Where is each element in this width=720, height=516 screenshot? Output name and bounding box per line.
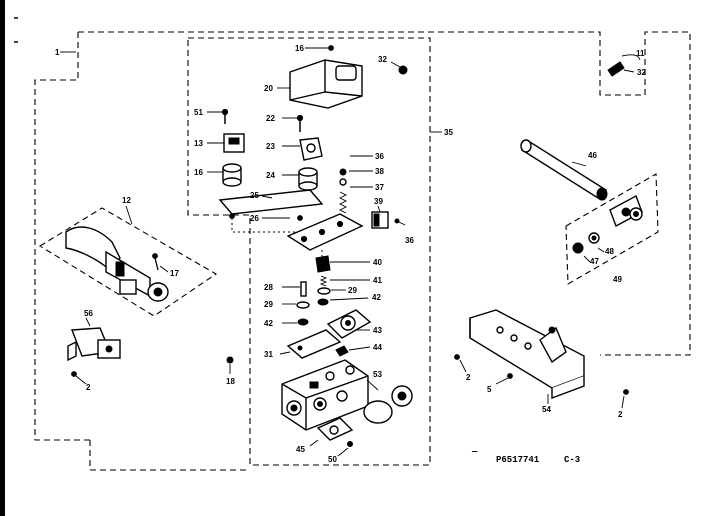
- valve-top-plate: [286, 213, 364, 251]
- label-2c: 2: [618, 410, 623, 419]
- label-39: 39: [374, 197, 383, 206]
- part-50-screw: [337, 441, 353, 457]
- label-1a: 1: [55, 48, 60, 57]
- part-31-plate: [279, 329, 342, 359]
- part-18-screw: [226, 356, 234, 374]
- part-30-screw: [394, 218, 406, 226]
- outer-dashed-boundary-left: [34, 32, 90, 441]
- part-2b-screw: [454, 354, 467, 373]
- corner-mark: —: [471, 447, 478, 457]
- label-22: 22: [266, 114, 275, 123]
- label-44: 44: [373, 343, 382, 352]
- part-5-screw: [495, 373, 513, 385]
- label-16a: 16: [295, 44, 304, 53]
- label-20: 20: [264, 84, 273, 93]
- part-32b-11-clip: [607, 54, 641, 77]
- part-54-bracket: [469, 309, 585, 404]
- label-42a: 42: [372, 293, 381, 302]
- part-26-washers: [229, 213, 303, 221]
- part-25-plate: [218, 189, 324, 215]
- label-50: 50: [328, 455, 337, 464]
- label-42b: 42: [264, 319, 273, 328]
- part-29b-oring: [282, 301, 310, 309]
- part-42-oring: [317, 297, 369, 306]
- label-36a: 36: [375, 152, 384, 161]
- label-18: 18: [226, 377, 235, 386]
- part-39-block: [371, 205, 389, 229]
- outer-dashed-boundary: [78, 31, 691, 356]
- label-40: 40: [373, 258, 382, 267]
- label-32b: 32: [637, 68, 646, 77]
- part-41-spring: [319, 275, 370, 287]
- label-31: 31: [264, 350, 273, 359]
- label-41: 41: [373, 276, 382, 285]
- part-32-nut: [390, 61, 408, 75]
- part-36-nut: [339, 155, 373, 176]
- part-42b-oring: [282, 318, 309, 326]
- page-edge-mark: [0, 0, 5, 516]
- label-45: 45: [296, 445, 305, 454]
- part-17-screw: [152, 253, 169, 273]
- outer-dashed-boundary-bottom: [89, 440, 250, 471]
- valve-assembly-boundary: [187, 37, 431, 466]
- part-12-inlet-assembly: [38, 205, 218, 317]
- part-24-spacer: [282, 167, 318, 191]
- part-13-switch: [207, 133, 245, 153]
- label-11: 11: [636, 49, 645, 58]
- label-23: 23: [266, 142, 275, 151]
- label-12: 12: [122, 196, 131, 205]
- drawing-number: P6517741: [496, 455, 540, 465]
- label-16b: 16: [194, 168, 203, 177]
- label-46: 46: [588, 151, 597, 160]
- part-2c-screw: [621, 389, 629, 409]
- label-53: 53: [373, 370, 382, 379]
- part-23-bracket: [282, 137, 323, 161]
- label-13: 13: [194, 139, 203, 148]
- label-36b: 38: [375, 167, 384, 176]
- label-32a: 32: [378, 55, 387, 64]
- part-16-screw-top: [305, 45, 334, 51]
- sheet-number: C-3: [564, 455, 580, 465]
- part-16-spacer: [207, 163, 242, 187]
- label-2b: 2: [466, 373, 471, 382]
- label-24: 24: [266, 171, 275, 180]
- label-26: 26: [250, 214, 259, 223]
- label-54: 54: [542, 405, 551, 414]
- part-46-tube: [520, 139, 608, 201]
- part-44-spring: [335, 345, 371, 357]
- label-17: 17: [170, 269, 179, 278]
- label-37: 37: [375, 183, 384, 192]
- label-49: 49: [613, 275, 622, 284]
- label-29b: 29: [264, 300, 273, 309]
- part-22-screw: [282, 114, 304, 132]
- part-38-washer: [339, 170, 373, 186]
- label-51: 51: [194, 108, 203, 117]
- label-28: 28: [264, 283, 273, 292]
- label-56: 56: [84, 309, 93, 318]
- part-45-fitting: [309, 417, 354, 447]
- part-49-coupler-assembly: [565, 173, 659, 285]
- label-47: 47: [590, 257, 599, 266]
- label-35: 35: [444, 128, 453, 137]
- part-20-actuator: [289, 59, 363, 109]
- label-30: 36: [405, 236, 414, 245]
- part-56-solenoid-valve: [67, 317, 121, 362]
- part-51-screw: [207, 108, 229, 124]
- label-43: 43: [373, 326, 382, 335]
- part-43-diaphragm: [326, 309, 372, 339]
- label-29: 29: [348, 286, 357, 295]
- part-53-gasket: [363, 379, 413, 424]
- part-2a-screw: [71, 371, 87, 385]
- part-29-oring: [317, 287, 346, 295]
- valve-body: [281, 359, 369, 431]
- label-5: 5: [487, 385, 492, 394]
- connect-dots-26: [231, 218, 300, 233]
- part-37-spring: [338, 186, 373, 214]
- label-48: 48: [605, 247, 614, 256]
- label-2a: 2: [86, 383, 91, 392]
- part-40-plunger: [315, 255, 370, 273]
- part-28-pin: [282, 281, 307, 297]
- label-25: 25: [250, 191, 259, 200]
